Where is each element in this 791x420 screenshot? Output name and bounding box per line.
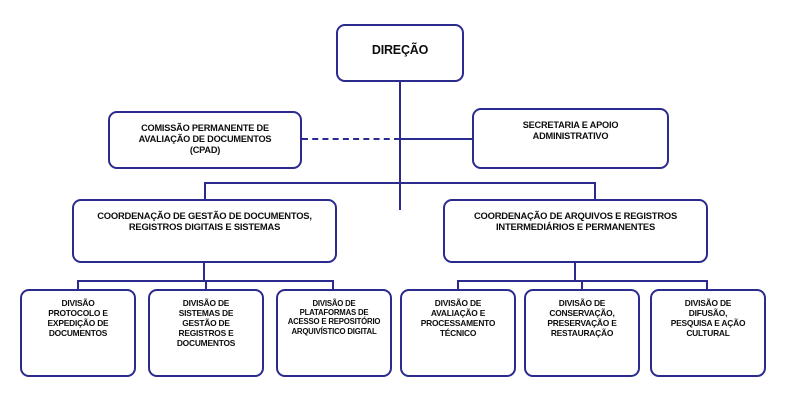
node-divisao-sistemas[interactable]: DIVISÃO DE SISTEMAS DE GESTÃO DE REGISTR… [148, 289, 264, 377]
node-divisao-difusao-label: DIVISÃO DE DIFUSÃO, PESQUISA E AÇÃO CULT… [670, 298, 746, 338]
node-coordenacao-gestao-label: COORDENAÇÃO DE GESTÃO DE DOCUMENTOS, REG… [97, 210, 312, 233]
connector-direcao-trunk [399, 80, 401, 210]
node-divisao-sistemas-label: DIVISÃO DE SISTEMAS DE GESTÃO DE REGISTR… [176, 298, 236, 348]
connector-stem-coord-gestao [203, 263, 205, 281]
connector-drop-div-avaliacao [457, 280, 459, 290]
node-divisao-conservacao-label: DIVISÃO DE CONSERVAÇÃO, PRESERVAÇÃO E RE… [547, 298, 617, 338]
node-direcao[interactable]: DIREÇÃO [336, 24, 464, 82]
node-secretaria[interactable]: SECRETARIA E APOIO ADMINISTRATIVO [472, 108, 669, 169]
connector-drop-div-protocolo [77, 280, 79, 290]
node-direcao-label: DIREÇÃO [371, 43, 429, 57]
connector-drop-div-sistemas [205, 280, 207, 290]
connector-direcao-cpad-dashed [302, 138, 400, 140]
connector-drop-div-difusao [706, 280, 708, 290]
node-coordenacao-arquivos-label: COORDENAÇÃO DE ARQUIVOS E REGISTROS INTE… [473, 210, 678, 233]
node-divisao-protocolo-label: DIVISÃO PROTOCOLO E EXPEDIÇÃO DE DOCUMEN… [47, 298, 109, 338]
connector-drop-coord-gestao [204, 182, 206, 201]
connector-coordination-bar [204, 182, 596, 184]
node-divisao-protocolo[interactable]: DIVISÃO PROTOCOLO E EXPEDIÇÃO DE DOCUMEN… [20, 289, 136, 377]
node-cpad[interactable]: COMISSÃO PERMANENTE DE AVALIAÇÃO DE DOCU… [108, 111, 302, 169]
node-cpad-label: COMISSÃO PERMANENTE DE AVALIAÇÃO DE DOCU… [138, 123, 272, 155]
node-secretaria-label: SECRETARIA E APOIO ADMINISTRATIVO [522, 120, 619, 141]
connector-direcao-secretaria [399, 138, 473, 140]
node-coordenacao-arquivos[interactable]: COORDENAÇÃO DE ARQUIVOS E REGISTROS INTE… [443, 199, 708, 263]
node-divisao-difusao[interactable]: DIVISÃO DE DIFUSÃO, PESQUISA E AÇÃO CULT… [650, 289, 766, 377]
connector-drop-div-plataformas [332, 280, 334, 290]
node-divisao-avaliacao-label: DIVISÃO DE AVALIAÇÃO E PROCESSAMENTO TÉC… [420, 298, 496, 338]
node-divisao-conservacao[interactable]: DIVISÃO DE CONSERVAÇÃO, PRESERVAÇÃO E RE… [524, 289, 640, 377]
node-coordenacao-gestao[interactable]: COORDENAÇÃO DE GESTÃO DE DOCUMENTOS, REG… [72, 199, 337, 263]
connector-drop-div-conservacao [581, 280, 583, 290]
connector-drop-coord-arquivos [594, 182, 596, 201]
node-divisao-avaliacao[interactable]: DIVISÃO DE AVALIAÇÃO E PROCESSAMENTO TÉC… [400, 289, 516, 377]
node-divisao-plataformas-label: DIVISÃO DE PLATAFORMAS DE ACESSO E REPOS… [287, 299, 381, 336]
node-divisao-plataformas[interactable]: DIVISÃO DE PLATAFORMAS DE ACESSO E REPOS… [276, 289, 392, 377]
connector-stem-coord-arquivos [574, 263, 576, 281]
